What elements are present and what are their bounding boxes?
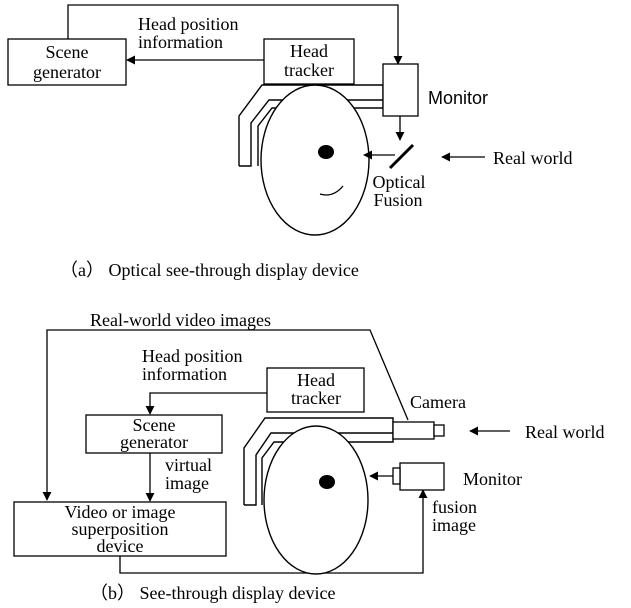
- fusion-image-label-2: image: [432, 515, 476, 535]
- video-line-b: [42, 329, 409, 501]
- camera-lens: [433, 424, 445, 437]
- monitor-box-b: [399, 462, 445, 491]
- optical-fusion-label-2: Fusion: [373, 190, 422, 210]
- virtual-image-label-2: image: [165, 473, 209, 493]
- caption-a: （a） Optical see-through display device: [60, 260, 359, 280]
- head-position-label-a-2: information: [138, 32, 223, 52]
- head-a: [260, 84, 370, 236]
- head-tracker-label-a-2: tracker: [284, 60, 334, 80]
- head-position-label-b-2: information: [142, 364, 227, 384]
- scene-generator-label-b-1: Scene: [133, 415, 176, 435]
- camera-label: Camera: [410, 392, 466, 412]
- monitor-screen-b: [392, 467, 401, 485]
- superposition-label-2: superposition: [72, 519, 169, 539]
- panel-b: Real-world video images Head position in…: [13, 310, 604, 603]
- superposition-label-3: device: [97, 536, 144, 556]
- caption-b: （b） See-through display device: [90, 583, 335, 603]
- scene-generator-box-b: [85, 414, 223, 454]
- monitor-box-a: [382, 63, 419, 117]
- monitor-label-a: Monitor: [428, 88, 488, 108]
- head-position-label-a-1: Head position: [138, 14, 239, 34]
- camera-body: [392, 421, 435, 440]
- head-tracker-label-b-2: tracker: [291, 388, 341, 408]
- eye-a: [318, 145, 334, 159]
- mouth-a: [319, 185, 344, 196]
- scene-generator-box-a: [7, 38, 127, 86]
- head-tracker-label-b-1: Head: [297, 370, 335, 390]
- real-world-video-label: Real-world video images: [90, 310, 271, 330]
- superposition-box: [13, 501, 227, 557]
- head-tracker-label-a-1: Head: [290, 41, 328, 61]
- real-world-label-b: Real world: [525, 422, 604, 442]
- head-tracker-box-a: [263, 38, 355, 85]
- optical-combiner-a: [388, 143, 415, 170]
- panel-a: Scene generator Head position informatio…: [7, 4, 572, 280]
- real-world-label-a: Real world: [493, 148, 572, 168]
- head-position-label-b-1: Head position: [142, 346, 243, 366]
- arrow-superposition-to-monitor: [119, 489, 428, 574]
- scene-generator-label-b-2: generator: [120, 432, 188, 452]
- optical-fusion-label-1: Optical: [373, 172, 426, 192]
- head-b: [263, 425, 369, 575]
- eye-b: [319, 475, 335, 489]
- scene-generator-label-a-1: Scene: [46, 42, 89, 62]
- arrow-tracker-to-generator-b: [145, 392, 267, 415]
- head-tracker-box-b: [266, 367, 365, 413]
- virtual-image-label-1: virtual: [165, 455, 212, 475]
- monitor-label-b: Monitor: [463, 469, 522, 489]
- superposition-label-1: Video or image: [65, 502, 176, 522]
- fusion-image-label-1: fusion: [432, 497, 477, 517]
- scene-generator-label-a-2: generator: [33, 62, 101, 82]
- feedback-line-a: [67, 4, 403, 65]
